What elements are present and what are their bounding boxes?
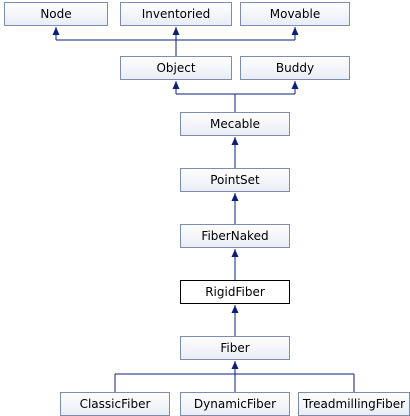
class-label-classicfiber: ClassicFiber <box>80 397 151 411</box>
edges <box>52 27 355 392</box>
class-node-dynamicfiber[interactable]: DynamicFiber <box>180 392 290 416</box>
class-box-inventoried <box>120 2 232 26</box>
class-label-object: Object <box>156 61 195 75</box>
class-box-node <box>4 2 108 26</box>
class-node-pointset[interactable]: PointSet <box>180 168 290 192</box>
class-label-dynamicfiber: DynamicFiber <box>194 397 276 411</box>
class-node-fiber[interactable]: Fiber <box>180 336 290 360</box>
class-node-fibernaked[interactable]: FiberNaked <box>180 224 290 248</box>
class-box-object <box>120 56 232 80</box>
class-box-mecable <box>180 112 290 136</box>
edge-arrowhead <box>231 361 239 369</box>
class-label-node: Node <box>40 7 71 21</box>
edge-arrowhead <box>231 305 239 313</box>
edge-arrowhead <box>172 81 180 89</box>
class-node-treadmillingfiber[interactable]: TreadmillingFiber <box>298 392 410 416</box>
class-box-pointset <box>180 168 290 192</box>
class-label-fiber: Fiber <box>220 341 249 355</box>
class-node-object[interactable]: Object <box>120 56 232 80</box>
class-node-classicfiber[interactable]: ClassicFiber <box>60 392 170 416</box>
edge-arrowhead <box>291 81 299 89</box>
edge-arrowhead <box>231 137 239 145</box>
class-node-movable[interactable]: Movable <box>240 2 350 26</box>
class-label-mecable: Mecable <box>210 117 260 131</box>
class-box-fiber <box>180 336 290 360</box>
class-node-rigidfiber[interactable]: RigidFiber <box>180 280 290 304</box>
edge-arrowhead <box>52 27 60 35</box>
edge-arrowhead <box>231 193 239 201</box>
class-box-fibernaked <box>180 224 290 248</box>
class-label-rigidfiber: RigidFiber <box>205 285 265 299</box>
class-node-mecable[interactable]: Mecable <box>180 112 290 136</box>
class-label-movable: Movable <box>270 7 320 21</box>
class-label-treadmillingfiber: TreadmillingFiber <box>302 397 405 411</box>
class-node-buddy[interactable]: Buddy <box>240 56 350 80</box>
edge-arrowhead <box>172 27 180 35</box>
class-node-inventoried[interactable]: Inventoried <box>120 2 232 26</box>
class-box-rigidfiber <box>180 280 290 304</box>
class-box-movable <box>240 2 350 26</box>
class-node-node[interactable]: Node <box>4 2 108 26</box>
class-box-buddy <box>240 56 350 80</box>
class-label-inventoried: Inventoried <box>142 7 211 21</box>
edge-arrowhead <box>231 249 239 257</box>
class-label-buddy: Buddy <box>276 61 314 75</box>
class-label-pointset: PointSet <box>210 173 260 187</box>
edge-arrowhead <box>291 27 299 35</box>
class-label-fibernaked: FiberNaked <box>201 229 268 243</box>
